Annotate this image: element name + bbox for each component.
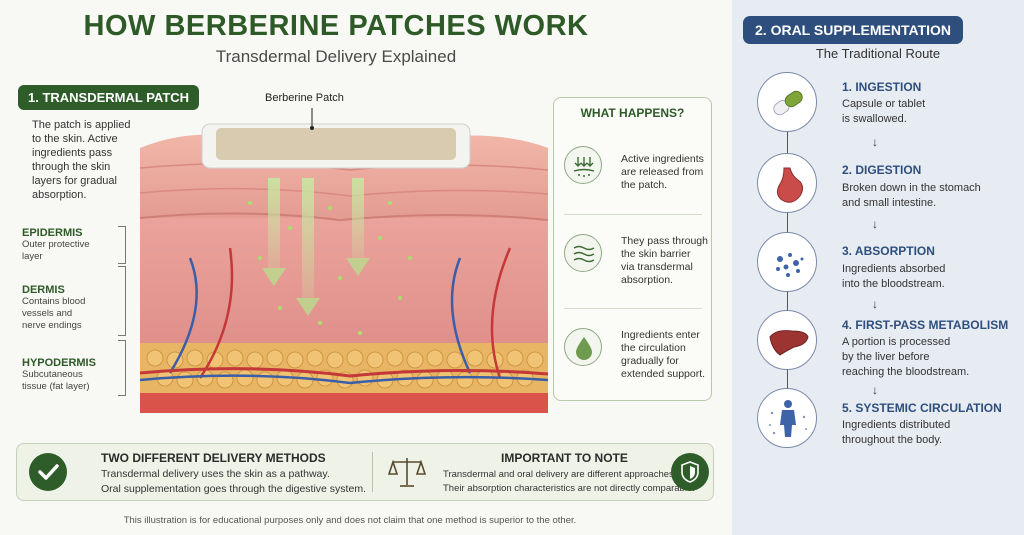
transdermal-description: The patch is applied to the skin. Active…	[32, 119, 131, 201]
skin-barrier-waves-icon	[564, 234, 602, 272]
disclaimer: This illustration is for educational pur…	[123, 515, 577, 526]
divider	[564, 308, 702, 309]
oral-badge: 2. ORAL SUPPLEMENTATION	[743, 16, 964, 44]
delivery-methods-title: TWO DIFFERENT DELIVERY METHODS	[101, 451, 326, 465]
down-arrow-icon: ↓	[872, 217, 878, 231]
checkmark-icon	[29, 453, 67, 491]
step-5-title: 5. SYSTEMIC CIRCULATION	[842, 401, 1002, 415]
layer-epidermis: EPIDERMIS Outer protective layer	[22, 227, 90, 262]
divider	[564, 214, 702, 215]
particles-icon	[757, 232, 817, 292]
patch-label: Berberine Patch	[265, 92, 344, 104]
epidermis-bracket	[118, 226, 126, 264]
shield-icon	[671, 453, 709, 491]
down-arrow-icon: ↓	[872, 135, 878, 149]
important-note-title: IMPORTANT TO NOTE	[501, 451, 628, 465]
step-1-title: 1. INGESTION	[842, 80, 922, 94]
drop-icon	[564, 328, 602, 366]
step-2-title: 2. DIGESTION	[842, 163, 922, 177]
scales-icon	[387, 454, 427, 495]
dermis-bracket	[118, 266, 126, 336]
down-arrow-icon: ↓	[872, 383, 878, 397]
step-4-title: 4. FIRST-PASS METABOLISM	[842, 318, 1009, 332]
oral-subtitle: The Traditional Route	[815, 46, 941, 61]
transdermal-badge: 1. TRANSDERMAL PATCH	[18, 85, 200, 110]
human-body-icon	[757, 388, 817, 448]
delivery-methods-text: Transdermal delivery uses the skin as a …	[101, 468, 366, 495]
skin-cross-section-illustration	[139, 108, 549, 413]
down-arrow-icon: ↓	[872, 297, 878, 311]
hypodermis-bracket	[118, 340, 126, 396]
important-note-text: Transdermal and oral delivery are differ…	[443, 469, 695, 494]
stomach-icon	[757, 153, 817, 213]
what-happens-title: WHAT HAPPENS?	[580, 106, 685, 120]
divider	[372, 452, 373, 492]
release-arrows-icon	[564, 146, 602, 184]
layer-dermis: DERMIS Contains blood vessels and nerve …	[22, 284, 86, 331]
layer-hypodermis: HYPODERMIS Subcutaneous tissue (fat laye…	[22, 357, 96, 392]
liver-icon	[757, 310, 817, 370]
comparison-note-box: TWO DIFFERENT DELIVERY METHODS Transderm…	[16, 443, 714, 501]
capsule-icon	[757, 72, 817, 132]
step-3-title: 3. ABSORPTION	[842, 244, 935, 258]
page-subtitle: Transdermal Delivery Explained	[215, 47, 457, 66]
page-title: HOW BERBERINE PATCHES WORK	[83, 10, 589, 42]
